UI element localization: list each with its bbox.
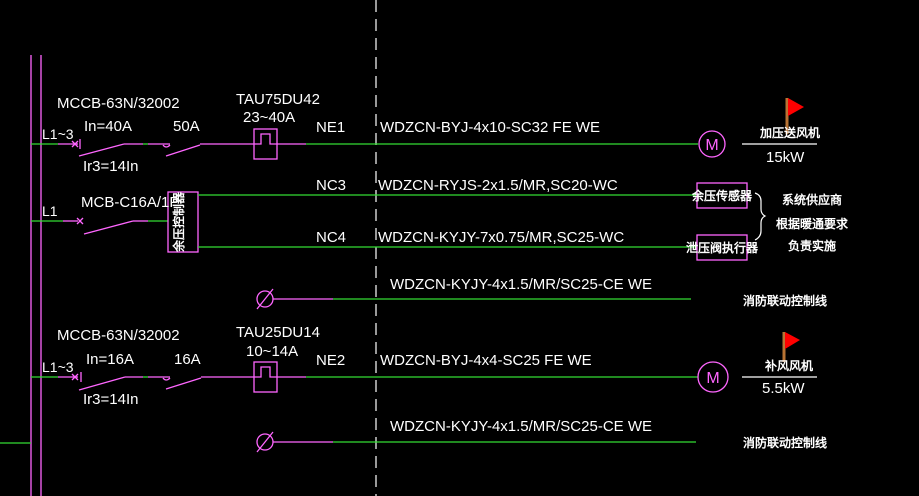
- thermal-relay-icon: [253, 128, 278, 160]
- phase-label: L1: [42, 203, 58, 219]
- line-label: 消防联动控制线: [743, 293, 827, 308]
- device-label: 余压传感器: [691, 188, 753, 203]
- cable-spec: WDZCN-BYJ-4x4-SC25 FE WE: [380, 352, 592, 369]
- controller-box[interactable]: [167, 191, 199, 253]
- overload-range: 10~14A: [246, 343, 298, 360]
- overload-model: TAU25DU14: [236, 324, 320, 341]
- cable-spec: WDZCN-BYJ-4x10-SC32 FE WE: [380, 119, 600, 136]
- fire-link-line-2[interactable]: WDZCN-KYJY-4x1.5/MR/SC25-CE WE 消防联动控制线: [256, 418, 827, 453]
- cable-spec: WDZCN-RYJS-2x1.5/MR,SC20-WC: [378, 177, 618, 194]
- note-line: 根据暖通要求: [776, 216, 849, 231]
- breaker-in: In=16A: [86, 351, 134, 368]
- circuit-number: NC3: [316, 177, 346, 194]
- circuit-number: NE2: [316, 352, 345, 369]
- breaker-trip-x-icon: [71, 372, 82, 382]
- breaker-ir3: Ir3=14In: [83, 158, 138, 175]
- flag-icon: [782, 332, 800, 362]
- diameter-symbol-icon: [256, 288, 274, 310]
- line-label: 消防联动控制线: [743, 435, 827, 450]
- device-box-actuator[interactable]: [696, 234, 748, 261]
- circuit-number: NC4: [316, 229, 346, 246]
- thermal-relay-icon: [253, 361, 278, 393]
- phase-label: L1~3: [42, 359, 74, 375]
- overload-range: 23~40A: [243, 109, 295, 126]
- switch-rating: 50A: [173, 118, 200, 135]
- circuit-control[interactable]: 余压控制器 L1 MCB-C16A/1P NC3 WDZCN-RYJS-2x1.…: [31, 177, 849, 261]
- breaker-trip-x-icon: [71, 139, 81, 149]
- circuit-ne2[interactable]: M L1~3 MCCB-63N/32002 In=16A Ir3=14In 16…: [31, 324, 817, 408]
- switch-contact-icon: [162, 377, 171, 381]
- switch-contact-icon: [162, 144, 171, 148]
- device-label: 泄压阀执行器: [686, 240, 759, 255]
- overload-model: TAU75DU42: [236, 91, 320, 108]
- load-name: 补风风机: [764, 358, 813, 373]
- breaker-trip-x-icon: [76, 217, 84, 225]
- svg-text:M: M: [705, 137, 718, 154]
- breaker-model: MCCB-63N/32002: [57, 95, 180, 112]
- controller-label: 余压控制器: [171, 191, 186, 253]
- breaker-blade: [83, 220, 134, 235]
- breaker-in: In=40A: [84, 118, 132, 135]
- cable-spec: WDZCN-KYJY-4x1.5/MR/SC25-CE WE: [390, 418, 652, 435]
- load-power: 5.5kW: [762, 380, 805, 397]
- svg-text:M: M: [706, 370, 719, 387]
- circuit-number: NE1: [316, 119, 345, 136]
- breaker-model: MCB-C16A/1P: [81, 194, 179, 211]
- fire-link-line-1[interactable]: WDZCN-KYJY-4x1.5/MR/SC25-CE WE 消防联动控制线: [256, 276, 827, 310]
- switch-blade: [165, 377, 202, 390]
- cable-spec: WDZCN-KYJY-4x1.5/MR/SC25-CE WE: [390, 276, 652, 293]
- cable-spec: WDZCN-KYJY-7x0.75/MR,SC25-WC: [378, 229, 624, 246]
- device-box-sensor[interactable]: [696, 182, 748, 209]
- diameter-symbol-icon: [256, 431, 274, 453]
- motor-icon[interactable]: M: [698, 130, 726, 158]
- phase-label: L1~3: [42, 126, 74, 142]
- switch-blade: [165, 144, 201, 157]
- switch-rating: 16A: [174, 351, 201, 368]
- load-name: 加压送风机: [759, 125, 820, 140]
- note-line: 系统供应商: [782, 192, 842, 207]
- note-line: 负责实施: [788, 238, 836, 253]
- breaker-ir3: Ir3=14In: [83, 391, 138, 408]
- load-power: 15kW: [766, 149, 805, 166]
- breaker-blade: [78, 376, 126, 391]
- breaker-blade: [78, 143, 125, 157]
- breaker-model: MCCB-63N/32002: [57, 327, 180, 344]
- circuit-ne1[interactable]: M L1~3 MCCB-63N/32002 In=40A Ir3=14In 50…: [31, 91, 820, 175]
- motor-icon[interactable]: M: [697, 361, 729, 393]
- flag-icon: [785, 98, 804, 134]
- brace-icon: [754, 192, 767, 241]
